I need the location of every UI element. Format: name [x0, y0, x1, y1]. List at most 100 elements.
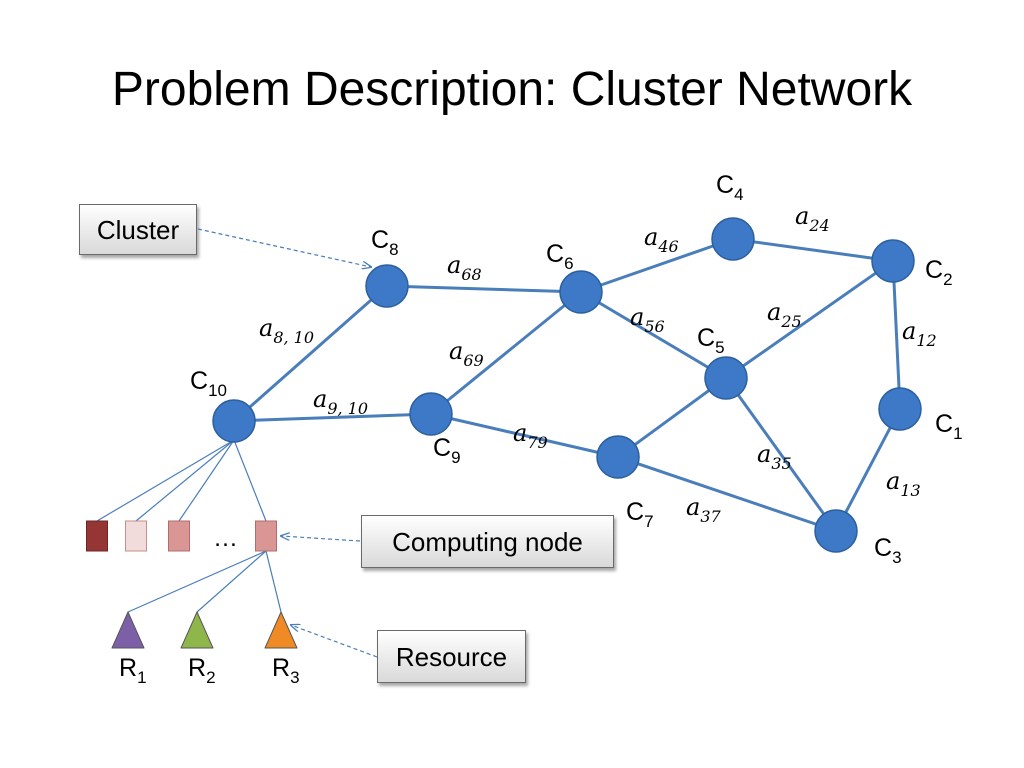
edge-label-c4-c2: a24 [795, 202, 830, 235]
cluster-node-c9 [409, 392, 453, 436]
cluster-label-c5-main: C [697, 324, 715, 352]
edge-label-c8-c10-sub: 8, 10 [273, 328, 314, 347]
cluster-label-c10: C10 [190, 367, 227, 400]
cluster-label-c3-sub: 3 [892, 548, 901, 567]
cluster-label-c1: C1 [935, 410, 963, 443]
resource-callout: Resource [377, 630, 526, 683]
resource-triangle-1 [111, 611, 145, 649]
edge-label-c7-c3-sub: 37 [700, 507, 721, 526]
computing-node [255, 520, 277, 552]
edge-label-c8-c6-sub: 68 [461, 265, 481, 284]
cluster-node-c4 [711, 217, 755, 261]
cluster-label-c5-sub: 5 [715, 338, 724, 357]
edge-label-c8-c10: a8, 10 [259, 314, 314, 347]
edge-label-c10-c9-main: a [313, 385, 327, 413]
computing-to-resource-link [196, 550, 267, 613]
cluster-label-c1-main: C [935, 410, 953, 438]
edge-label-c5-c3-main: a [757, 440, 771, 468]
edge-label-c2-c1-main: a [902, 317, 916, 345]
resource-label-2-main: R [188, 654, 206, 682]
edge-label-c8-c6: a68 [447, 251, 482, 284]
edge-label-c5-c2: a25 [767, 298, 802, 331]
edge-label-c4-c2-main: a [795, 202, 809, 230]
cluster-label-c7-sub: 7 [644, 512, 653, 531]
edge-c8-c10 [233, 284, 388, 423]
edge-c9-c7 [430, 412, 619, 459]
edge-c8-c6 [386, 284, 582, 294]
computing-node-callout: Computing node [361, 515, 614, 568]
edge-c7-c3 [617, 455, 837, 533]
edge-label-c8-c6-main: a [447, 251, 461, 279]
edge-c6-c5 [580, 290, 727, 380]
cluster-node-c7 [596, 435, 640, 479]
slide-title: Problem Description: Cluster Network [111, 63, 913, 116]
edge-label-c5-c3: a35 [757, 440, 792, 473]
computing-node [125, 520, 147, 552]
resource-label-3: R3 [272, 654, 300, 687]
cluster-label-c2-sub: 2 [943, 270, 952, 289]
edge-label-c6-c4: a46 [644, 223, 679, 256]
edge-label-c1-c3-main: a [886, 467, 900, 495]
edge-c1-c3 [834, 408, 902, 532]
cluster-callout-arrow [197, 228, 371, 267]
edge-label-c9-c6-main: a [449, 337, 463, 365]
edge-label-c4-c2-sub: 24 [808, 216, 829, 235]
cluster-to-computing-link [178, 439, 235, 522]
cluster-label-c6-sub: 6 [564, 254, 573, 273]
edge-c2-c1 [891, 260, 902, 410]
edge-label-c9-c7-main: a [513, 419, 527, 447]
cluster-label-c9-main: C [433, 434, 451, 462]
cluster-label-c9-sub: 9 [451, 448, 460, 467]
edge-label-c9-c7-sub: 79 [527, 433, 547, 452]
edge-c6-c4 [580, 237, 734, 294]
cluster-label-c4-sub: 4 [734, 185, 743, 204]
cluster-callout: Cluster [79, 204, 197, 255]
edge-label-c6-c4-sub: 46 [657, 237, 678, 256]
edge-c5-c2 [725, 259, 894, 380]
cluster-label-c1-sub: 1 [953, 424, 962, 443]
cluster-node-c8 [365, 264, 409, 308]
computing-to-resource-link [265, 550, 282, 613]
resource-triangle-3 [264, 611, 298, 649]
computing-node [168, 520, 190, 552]
resource-triangle-2 [180, 611, 214, 649]
edge-label-c7-c3-main: a [686, 493, 700, 521]
cluster-label-c7: C7 [626, 498, 654, 531]
edge-label-c9-c7: a79 [513, 419, 548, 452]
edge-label-c10-c9: a9, 10 [313, 385, 368, 418]
resource-label-1-sub: 1 [137, 668, 146, 687]
edge-c4-c2 [732, 237, 894, 263]
edge-c10-c9 [233, 412, 432, 423]
computing-node-ellipsis: … [213, 524, 238, 552]
resource-label-2-sub: 2 [206, 668, 215, 687]
cluster-to-computing-link [135, 439, 235, 522]
resource-callout-arrow [291, 625, 378, 658]
edge-label-c9-c6-sub: 69 [463, 351, 483, 370]
edge-label-c6-c5-main: a [630, 303, 644, 331]
computing-to-resource-link [127, 550, 267, 613]
edge-label-c5-c2-sub: 25 [780, 312, 801, 331]
cluster-label-c5: C5 [697, 324, 725, 357]
cluster-to-computing-link [233, 439, 267, 522]
cluster-label-c4: C4 [716, 171, 744, 204]
cluster-node-c6 [559, 270, 603, 314]
cluster-label-c8-main: C [371, 226, 389, 254]
cluster-label-c3: C3 [874, 534, 902, 567]
edge-label-c5-c2-main: a [767, 298, 781, 326]
edge-label-c6-c5-sub: 56 [644, 317, 664, 336]
cluster-label-c8-sub: 8 [389, 240, 398, 259]
computing-node-callout-arrow [281, 536, 361, 542]
edge-label-c7-c3: a37 [686, 493, 721, 526]
edge-label-c1-c3: a13 [886, 467, 921, 500]
computing-node [86, 520, 108, 552]
cluster-node-c3 [814, 509, 858, 553]
resource-label-3-sub: 3 [290, 668, 299, 687]
edge-c9-c6 [430, 290, 582, 416]
cluster-node-c10 [212, 399, 256, 443]
cluster-node-c2 [871, 239, 915, 283]
edge-label-c10-c9-sub: 9, 10 [327, 399, 368, 418]
edge-label-c1-c3-sub: 13 [900, 481, 920, 500]
edge-label-c6-c4-main: a [644, 223, 658, 251]
edge-label-c2-c1-sub: 12 [916, 331, 936, 350]
